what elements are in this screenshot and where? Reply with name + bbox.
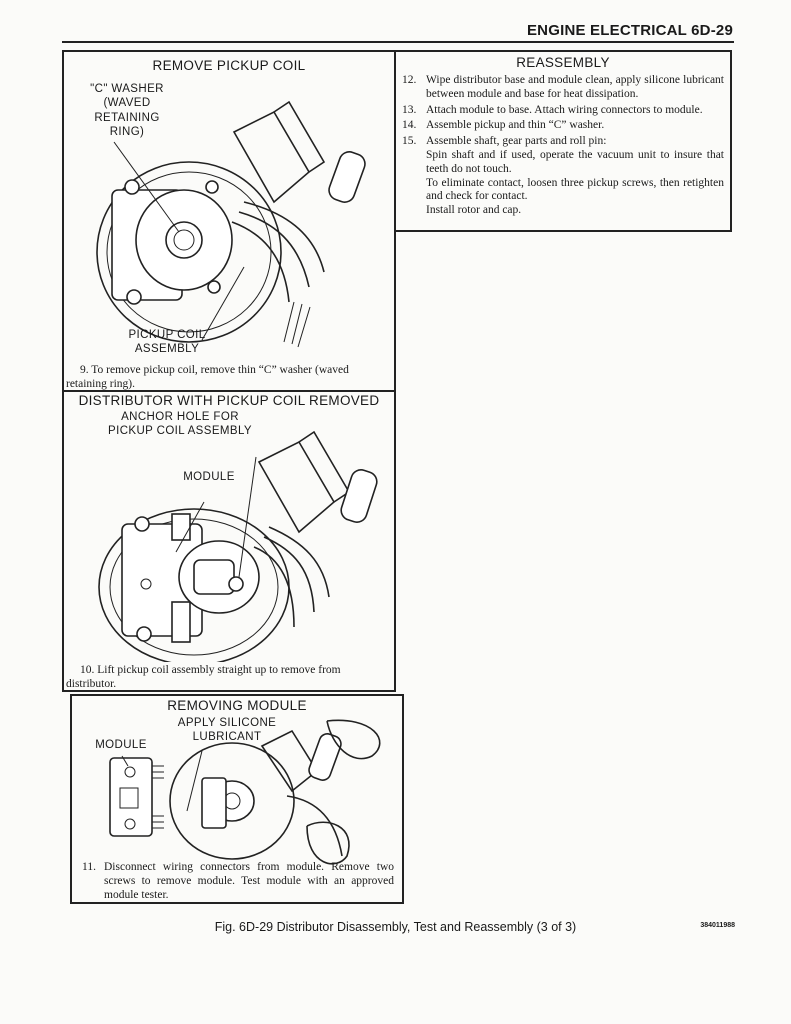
pickup-coil-illustration	[96, 100, 366, 348]
distributor-illustration	[98, 430, 378, 662]
label-module: MODULE	[183, 471, 235, 483]
reassembly-steps: 12. Wipe distributor base and module cle…	[402, 74, 724, 220]
module-removal-illustration	[109, 719, 381, 865]
step-text: Disconnect wiring connectors from module…	[104, 861, 394, 901]
step-text: Assemble shaft, gear parts and roll pin:	[426, 135, 607, 148]
step-subtext: Spin shaft and if used, operate the vacu…	[426, 148, 724, 217]
label-module: MODULE	[95, 739, 147, 751]
page-header-title: ENGINE ELECTRICAL 6D-29	[526, 22, 733, 39]
panel-removing-module: REMOVING MODULE APPLY SILICONE LUBRICANT…	[70, 694, 404, 904]
caption-step-11: 11. Disconnect wiring connectors from mo…	[74, 861, 394, 902]
step-number: 15.	[402, 135, 417, 148]
figure-code: 384011988	[700, 922, 735, 929]
label-c-washer: "C" WASHER (WAVED RETAINING RING)	[90, 83, 164, 139]
step-number: 14.	[402, 119, 417, 132]
step-body: Assemble shaft, gear parts and roll pin:…	[426, 135, 724, 218]
step-item: 15. Assemble shaft, gear parts and roll …	[402, 135, 724, 218]
caption-step-9: 9. To remove pickup coil, remove thin “C…	[66, 364, 392, 392]
step-item: 14. Assemble pickup and thin “C” washer.	[402, 119, 724, 133]
panel-title: REMOVE PICKUP COIL	[152, 58, 306, 73]
panel-reassembly: REASSEMBLY 12. Wipe distributor base and…	[394, 50, 732, 232]
panel-distributor-pickup-removed: DISTRIBUTOR WITH PICKUP COIL REMOVED ANC…	[62, 390, 396, 692]
step-text: To remove pickup coil, remove thin “C” w…	[66, 364, 349, 390]
caption-step-10: 10. Lift pickup coil assembly straight u…	[66, 664, 392, 692]
step-number: 11.	[82, 861, 96, 873]
step-number: 13.	[402, 103, 417, 116]
panel-remove-pickup-coil: REMOVE PICKUP COIL "C" WASHER (WAVED RET…	[62, 50, 396, 392]
label-pickup-coil-assembly: PICKUP COIL ASSEMBLY	[128, 329, 206, 356]
step-number: 10.	[80, 664, 95, 676]
step-item: 12. Wipe distributor base and module cle…	[402, 74, 724, 102]
header-rule	[62, 41, 734, 43]
step-text: Attach module to base. Attach wiring con…	[426, 103, 703, 116]
figure-caption: Fig. 6D-29 Distributor Disassembly, Test…	[214, 920, 577, 934]
step-item: 13. Attach module to base. Attach wiring…	[402, 104, 724, 118]
panel-title: DISTRIBUTOR WITH PICKUP COIL REMOVED	[78, 393, 380, 408]
step-number: 9.	[80, 364, 89, 376]
panel-title: REASSEMBLY	[516, 55, 610, 70]
panel-title: REMOVING MODULE	[167, 698, 307, 713]
step-text: Wipe distributor base and module clean, …	[426, 74, 724, 100]
step-number: 12.	[402, 74, 417, 86]
label-anchor-hole: ANCHOR HOLE FOR PICKUP COIL ASSEMBLY	[108, 411, 252, 438]
step-text: Assemble pickup and thin “C” washer.	[426, 119, 605, 132]
label-apply-silicone: APPLY SILICONE LUBRICANT	[177, 717, 277, 744]
step-text: Lift pickup coil assembly straight up to…	[66, 664, 341, 690]
